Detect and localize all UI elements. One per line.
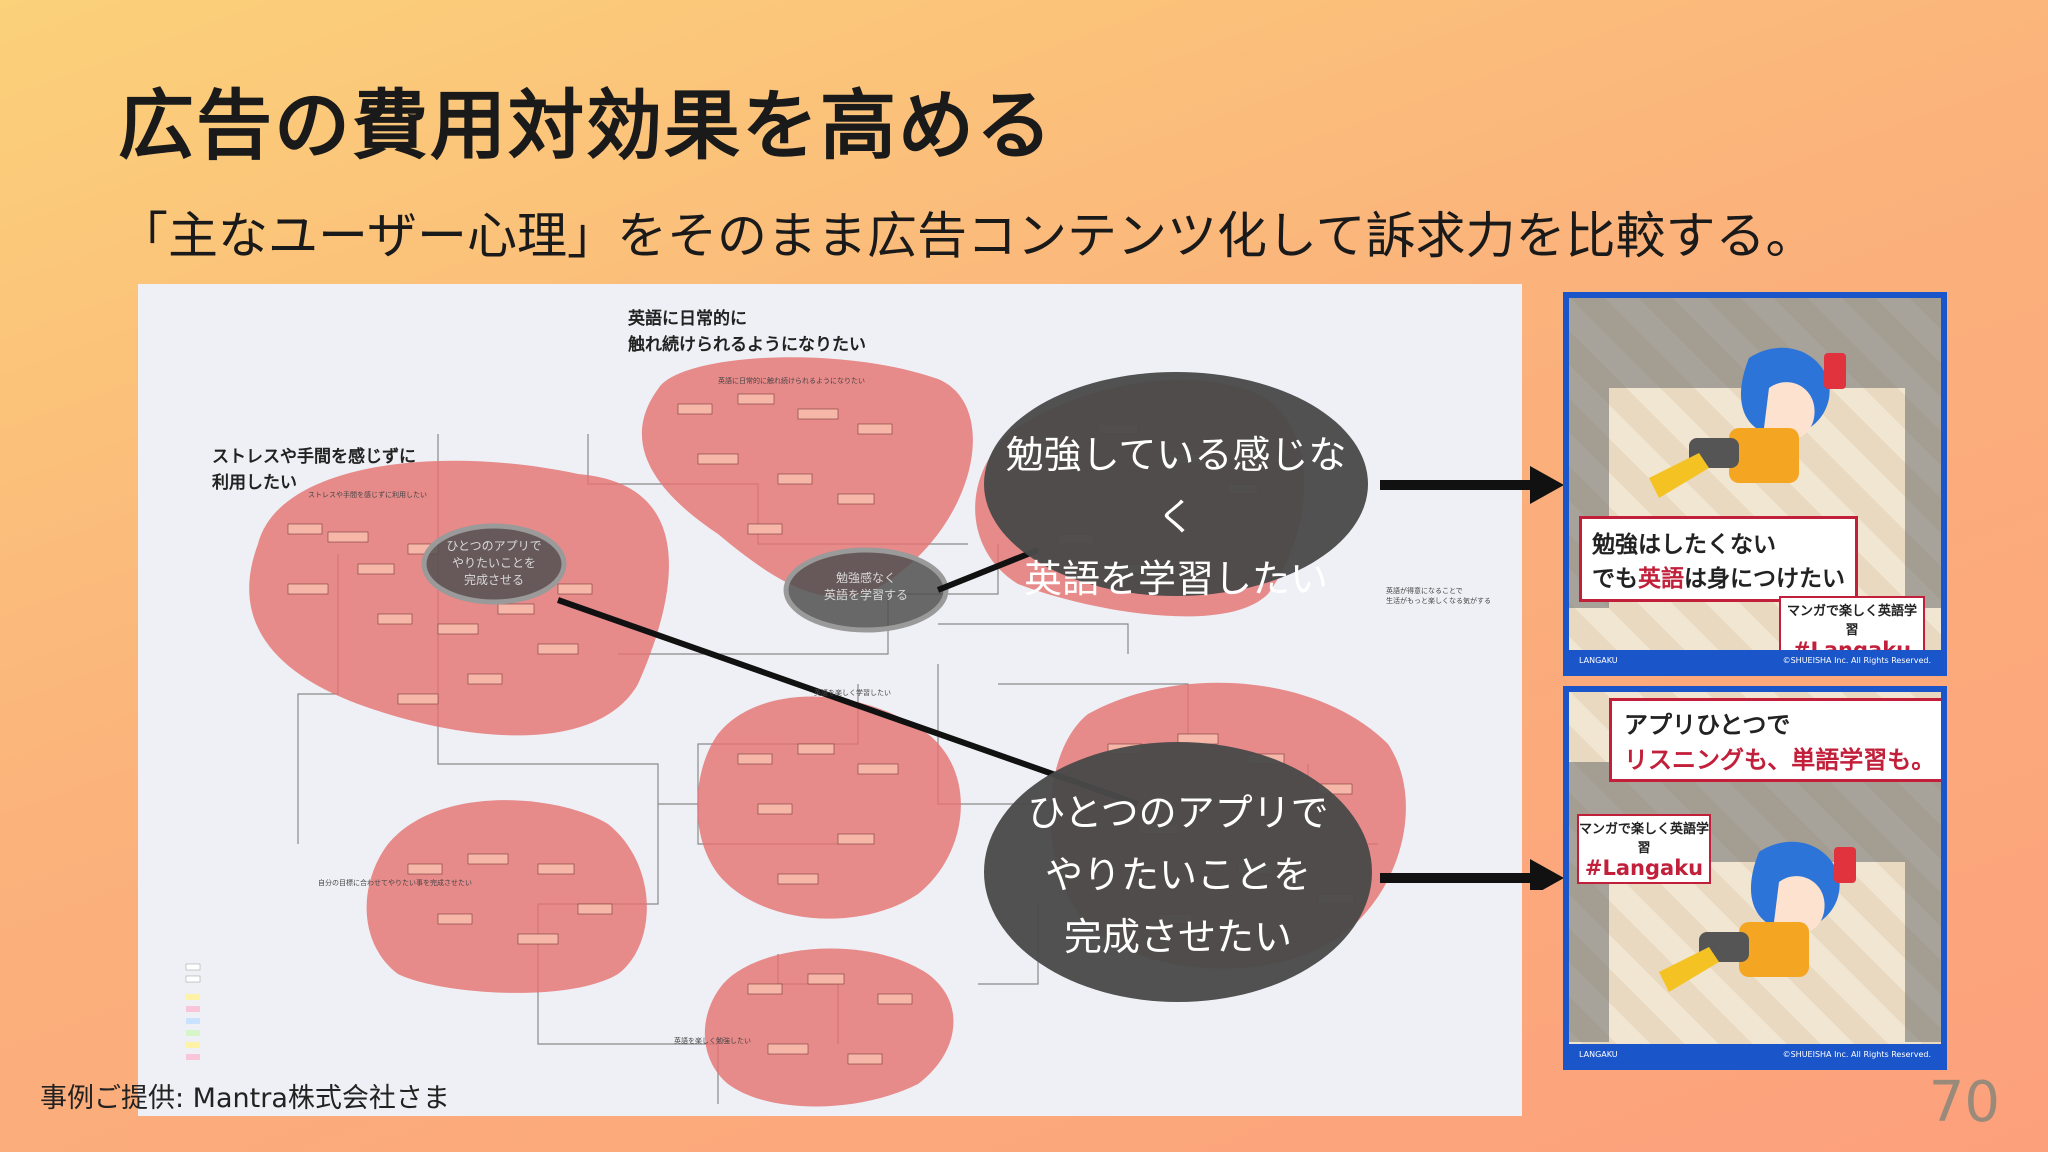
ad-creative-1-art: 勉強はしたくない でも英語は身につけたい マンガで楽しく英語学習 #Langak… [1569,298,1941,670]
ad1-headline-line2: でも英語は身につけたい [1592,566,1845,592]
board-label-left: ストレスや手間を感じずに 利用したい [212,447,416,493]
callout-ovals [984,372,1372,1002]
manga-panels [1905,862,1941,1042]
ad2-headline: アプリひとつで リスニングも、単語学習も。 [1609,698,1941,782]
small-oval-left-text: ひとつのアプリで やりたいことを 完成させる [446,539,542,587]
ad-arrows [1380,466,1564,890]
tiny-label-left: ストレスや手間を感じずに利用したい [308,491,427,499]
callout-top-text: 勉強している感じなく 英語を学習したい [1005,433,1347,601]
affinity-board-graphic [185,357,1406,1107]
arrow-icon [1380,859,1564,890]
ad2-copyright: ©SHUEISHA Inc. All Rights Reserved. [1782,1049,1931,1059]
manga-panels [1905,388,1941,608]
tiny-label-bottom-center: 英語を楽しく勉強したい [674,1037,751,1045]
callout-oval-bottom [984,742,1372,1002]
manga-panels [1569,862,1609,1042]
small-oval-left [421,523,567,605]
mascot-illustration [1659,841,1856,992]
slide-subtitle: 「主なユーザー心理」をそのまま広告コンテンツ化して訴求力を比較する。 [118,207,1816,265]
highlight-ovals [421,523,949,633]
ad1-headline-line1: 勉強はしたくない [1592,532,1776,558]
cluster-center [697,696,961,919]
ad2-footer: LANGAKU ©SHUEISHA Inc. All Rights Reserv… [1569,1044,1941,1064]
ad-creative-2: アプリひとつで リスニングも、単語学習も。 マンガで楽しく英語学習 #Langa… [1563,686,1947,1070]
callout-bottom-text: ひとつのアプリで やりたいことを 完成させたい [1027,791,1329,959]
affinity-board: 英語に日常的に 触れ続けられるようになりたい ストレスや手間を感じずに 利用した… [138,284,1522,1116]
page-number: 70 [1928,1070,2000,1135]
cluster-bottom-left [366,800,647,993]
ad2-headline-line1: アプリひとつで [1624,711,1791,739]
ad1-footer: LANGAKU ©SHUEISHA Inc. All Rights Reserv… [1569,650,1941,670]
ad2-hashtag: #Langaku [1584,856,1704,880]
legend-swatches [185,963,201,1060]
ad1-badge-text: マンガで楽しく英語学習 [1786,604,1917,638]
ad1-copyright: ©SHUEISHA Inc. All Rights Reserved. [1782,655,1931,665]
tiny-label-right: 英語が得意になることで 生活がもっと楽しくなる気がする [1386,587,1491,605]
ad2-badge-text: マンガで楽しく英語学習 [1579,822,1710,856]
tiny-label-bottom-left: 自分の目標に合わせてやりたい事を完成させたい [318,879,472,887]
callout-pointers [557,547,1139,807]
ad2-brand: LANGAKU [1579,1049,1618,1059]
cluster-bottom-center [704,948,954,1107]
tiny-label-center: 英語を楽しく学習したい [814,689,891,697]
mascot-illustration [1649,347,1846,498]
ad1-headline: 勉強はしたくない でも英語は身につけたい [1579,516,1858,602]
slide-title: 広告の費用対効果を高める [118,81,1054,170]
ad2-badge: マンガで楽しく英語学習 #Langaku [1577,814,1711,884]
tiny-label-top: 英語に日常的に触れ続けられるようになりたい [718,377,865,385]
source-caption: 事例ご提供: Mantra株式会社さま [40,1083,450,1114]
callout-oval-top [984,372,1368,596]
ad-creative-1: 勉強はしたくない でも英語は身につけたい マンガで楽しく英語学習 #Langak… [1563,292,1947,676]
ad1-brand: LANGAKU [1579,655,1618,665]
ad-creative-2-art: アプリひとつで リスニングも、単語学習も。 マンガで楽しく英語学習 #Langa… [1569,692,1941,1064]
small-oval-mid-text: 勉強感なく 英語を学習する [823,571,908,602]
ad2-headline-line2: リスニングも、単語学習も。 [1624,746,1936,774]
board-label-top: 英語に日常的に 触れ続けられるようになりたい [628,309,866,355]
arrow-icon [1380,466,1564,504]
